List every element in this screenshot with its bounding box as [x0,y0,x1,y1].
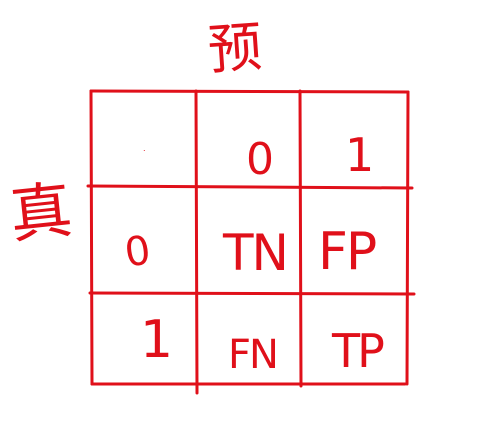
grid-line-row2 [88,291,416,296]
grid-line-row1 [86,184,414,190]
header-cell-corner: . [143,144,146,153]
grid-line-top [89,89,410,94]
cell-fn: FN [228,332,279,378]
grid-line-col1 [194,89,199,395]
row-label-0: 0 [121,227,154,277]
row-label-1: 1 [140,310,174,370]
grid-line-right [405,90,410,386]
grid-line-left [89,89,94,386]
axis-label-top: 预 [205,15,265,82]
cell-tn: TN [223,224,289,282]
grid-line-col2 [298,89,303,388]
header-cell-0: 0 [246,134,274,185]
cell-fp: FP [318,222,377,282]
cell-tp: TP [332,324,385,378]
axis-label-left: 真 [6,172,76,253]
header-cell-1: 1 [345,128,375,182]
